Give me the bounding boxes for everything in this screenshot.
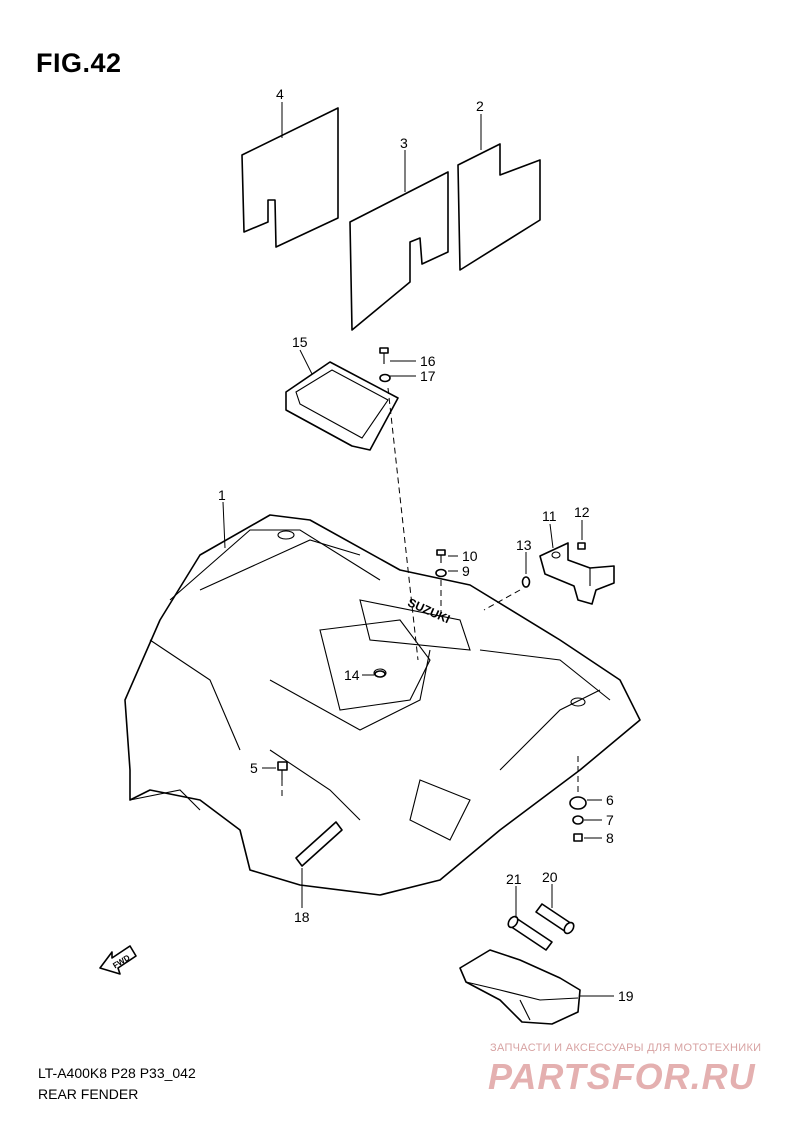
part-2-decal[interactable] (457, 143, 541, 271)
part-8-bolt[interactable] (573, 833, 583, 842)
callout-7: 7 (606, 812, 614, 828)
part-6-cushion[interactable] (569, 796, 587, 810)
callout-20: 20 (542, 869, 558, 885)
part-17-washer[interactable] (379, 373, 391, 383)
callout-15: 15 (292, 334, 308, 350)
callout-2: 2 (476, 98, 484, 114)
callout-8: 8 (606, 830, 614, 846)
callout-19: 19 (618, 988, 634, 1004)
callout-6: 6 (606, 792, 614, 808)
callout-3: 3 (400, 135, 408, 151)
callout-10: 10 (462, 548, 478, 564)
part-11-bracket[interactable] (539, 542, 615, 605)
watermark-tagline: ЗАПЧАСТИ И АКСЕССУАРЫ ДЛЯ МОТОТЕХНИКИ (490, 1042, 762, 1054)
part-13-washer[interactable] (521, 576, 531, 588)
part-14-grommet[interactable] (374, 670, 386, 678)
callout-12: 12 (574, 504, 590, 520)
fwd-arrow-icon (99, 945, 137, 975)
part-3-decal[interactable] (349, 171, 449, 331)
part-7-collar[interactable] (572, 815, 584, 825)
watermark-logo: PARTSFOR.RU (488, 1056, 756, 1097)
callout-21: 21 (506, 871, 522, 887)
part-21-cylinder[interactable] (506, 915, 553, 951)
part-16-bolt[interactable] (379, 347, 389, 364)
callout-16: 16 (420, 353, 436, 369)
part-4-decal[interactable] (241, 107, 339, 248)
part-9-washer[interactable] (435, 568, 447, 578)
part-19-cover[interactable] (459, 949, 581, 1025)
callout-13: 13 (516, 537, 532, 553)
figure-name: REAR FENDER (38, 1086, 139, 1102)
part-15-tray[interactable] (285, 361, 399, 451)
part-18-side-emblem[interactable] (295, 821, 343, 867)
callout-18: 18 (294, 909, 310, 925)
leader-lines (222, 102, 614, 997)
callout-11: 11 (542, 508, 557, 524)
callout-9: 9 (462, 563, 470, 579)
figure-title: FIG.42 (36, 48, 122, 78)
part-20-cylinder[interactable] (535, 903, 576, 935)
part-12-screw[interactable] (577, 542, 586, 550)
callout-5: 5 (250, 760, 258, 776)
part-5-bolt[interactable] (277, 761, 288, 780)
callout-1: 1 (218, 487, 226, 503)
part-10-bolt[interactable] (436, 549, 446, 563)
part-1-rear-fender[interactable] (124, 514, 641, 896)
callout-14: 14 (344, 667, 360, 683)
alignment-lines (281, 387, 579, 800)
figure-code: LT-A400K8 P28 P33_042 (38, 1065, 196, 1081)
callout-17: 17 (420, 368, 436, 384)
callout-4: 4 (276, 86, 284, 102)
